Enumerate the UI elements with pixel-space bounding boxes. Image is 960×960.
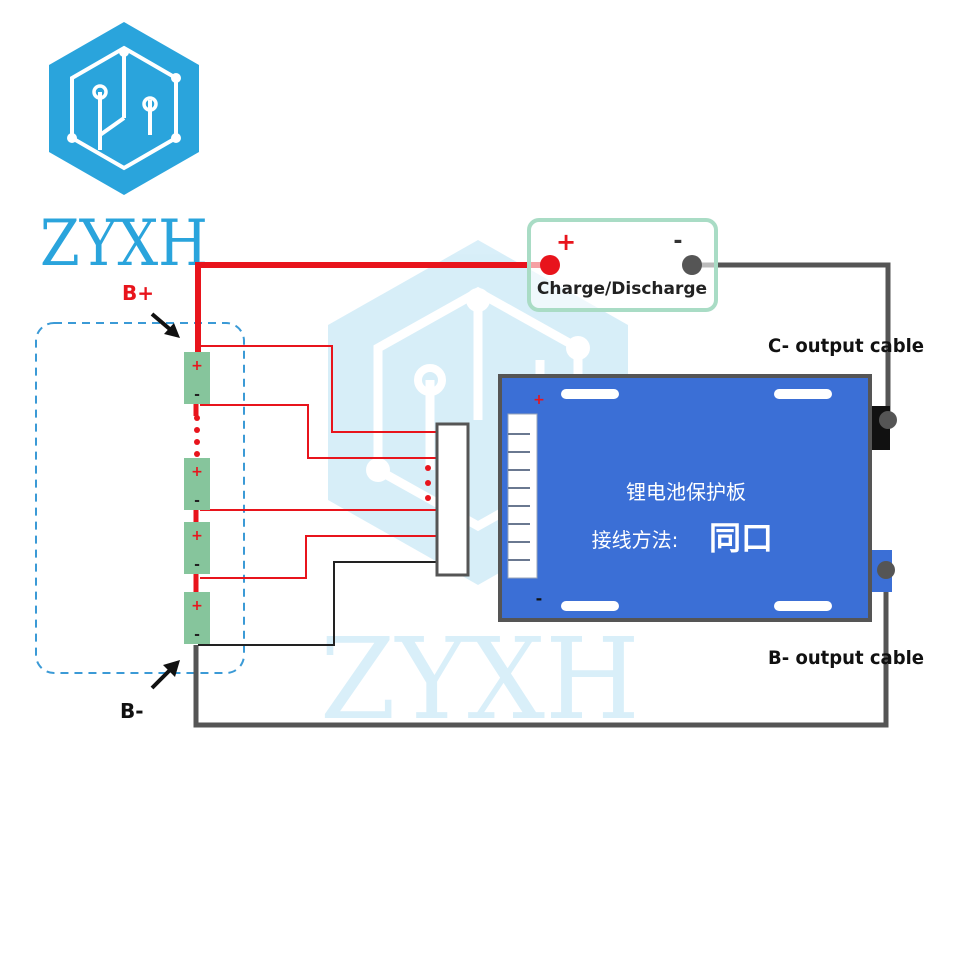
cell-1-minus: -: [194, 387, 200, 403]
ellipsis-dots-cells: [194, 415, 200, 457]
b-output-cable-label: B- output cable: [768, 647, 924, 669]
board-plus-sign: +: [533, 392, 545, 408]
cell-1-plus: +: [191, 358, 203, 374]
c-minus-terminal: [879, 411, 897, 429]
charge-plus-sign: +: [556, 228, 576, 256]
board-wiring-label: 接线方法:: [592, 528, 679, 552]
charge-discharge-label: Charge/Discharge: [537, 279, 707, 299]
balance-wires: [200, 345, 438, 579]
cell-3-plus: +: [191, 528, 203, 544]
cell-4-minus: -: [194, 627, 200, 643]
board-minus-sign: -: [536, 589, 543, 608]
cell-4: + -: [184, 592, 210, 644]
cell-3-minus: -: [194, 557, 200, 573]
cell-1: + -: [184, 352, 210, 416]
c-minus-output-wire: [692, 262, 891, 418]
charge-discharge-box: [527, 218, 718, 312]
balance-connector: [435, 422, 470, 577]
charge-minus-terminal: [682, 255, 702, 275]
bms-board: [498, 374, 872, 622]
b-plus-label: B+: [122, 281, 154, 305]
b-plus-main-wire: [195, 262, 550, 352]
ellipsis-dots-connector: [425, 465, 431, 501]
c-output-cable-label: C- output cable: [768, 335, 924, 357]
cell-4-plus: +: [191, 598, 203, 614]
board-balance-header: [507, 413, 538, 579]
b-minus-arrow-icon: [150, 660, 180, 690]
b-minus-return-wire: [193, 570, 889, 728]
b-minus-terminal: [877, 561, 895, 579]
balance-wire-4: [200, 535, 438, 579]
brand-name: ZYXH: [40, 207, 208, 281]
charge-plus-terminal: [540, 255, 560, 275]
balance-wire-ground: [198, 561, 438, 646]
b-minus-label: B-: [120, 699, 144, 723]
cell-2: + -: [184, 458, 210, 522]
cell-3: + -: [184, 522, 210, 592]
b-plus-arrow-icon: [150, 312, 180, 338]
board-wiring-value: 同口: [709, 519, 773, 557]
cell-2-plus: +: [191, 464, 203, 480]
board-title: 锂电池保护板: [626, 480, 746, 504]
charge-minus-sign: -: [673, 229, 682, 254]
board-slots: [561, 389, 832, 611]
battery-pack-outline: [35, 322, 245, 674]
cell-2-minus: -: [194, 493, 200, 509]
balance-wire-1: [200, 345, 438, 433]
brand-logo-icon: [49, 22, 199, 195]
balance-wire-2: [200, 404, 438, 459]
